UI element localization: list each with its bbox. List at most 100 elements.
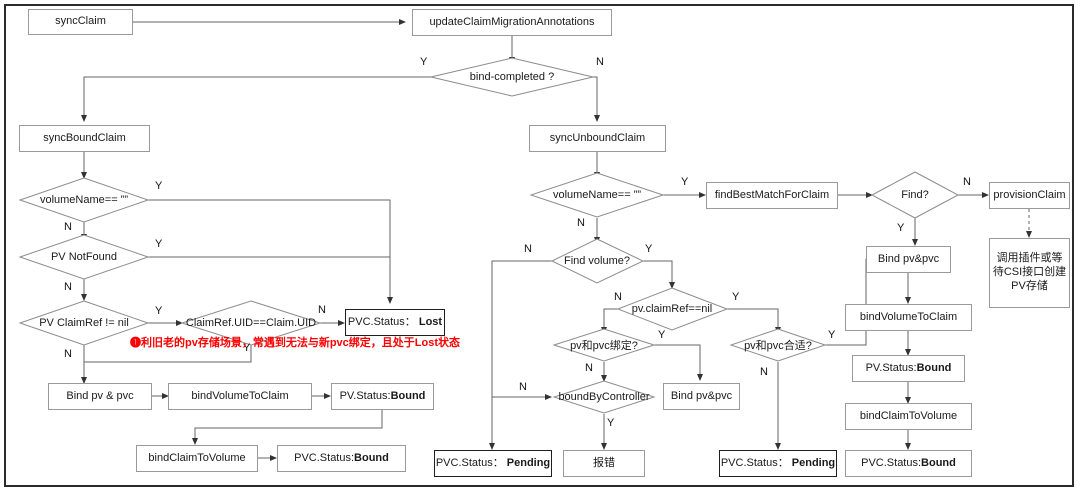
decision-pv-claimref-notnil-label: PV ClaimRef != nil — [39, 317, 129, 329]
node-bind-pv-pvc-mid[interactable]: Bind pv&pvc — [663, 383, 740, 410]
node-bind-pv-pvc-left[interactable]: Bind pv & pvc — [48, 383, 152, 410]
edge-label-pv-notfound-y: Y — [155, 238, 163, 250]
edge-label-pv-pvc-fit-y: Y — [828, 329, 836, 341]
node-sync-claim-label: syncClaim — [55, 15, 106, 28]
node-error[interactable]: 报错 — [563, 450, 645, 477]
node-pvc-status-pending-right[interactable]: PVC.Status： Pending — [719, 450, 837, 477]
node-pvc-status-bound-left-value: Bound — [354, 451, 389, 464]
node-pv-status-bound-left-value: Bound — [390, 389, 426, 402]
node-csi-note-line3: PV存储 — [1011, 279, 1048, 292]
diagram-frame — [4, 4, 1074, 487]
shape-pv-claimref-nil — [616, 287, 729, 331]
edge-label-claimref-notnil-n: N — [64, 348, 72, 360]
decision-pv-claimref-eq-nil[interactable]: pv.claimRef==nil — [613, 299, 731, 319]
edge-label-bind-completed-y: Y — [420, 56, 428, 68]
node-provision-claim[interactable]: provisionClaim — [989, 182, 1070, 209]
node-pvc-status-bound-right-value: Bound — [921, 456, 956, 469]
edge-label-pv-notfound-n: N — [64, 281, 72, 293]
decision-pv-claimref-eq-nil-label: pv.claimRef==nil — [631, 303, 713, 315]
decision-find-label: Find? — [901, 189, 929, 201]
node-update-claim-migration-annotations[interactable]: updateClaimMigrationAnnotations — [412, 9, 612, 36]
node-bind-claim-to-volume-left[interactable]: bindClaimToVolume — [136, 445, 258, 472]
decision-bind-completed-label: bind-completed ? — [469, 71, 555, 83]
node-bind-claim-to-volume-left-label: bindClaimToVolume — [148, 451, 246, 464]
node-pvc-status-pending-right-value: Pending — [791, 456, 836, 469]
edge-label-bound-by-ctrl-y: Y — [607, 417, 615, 429]
node-pvc-status-bound-right-label: PVC.Status: — [861, 456, 922, 469]
node-error-label: 报错 — [593, 456, 615, 469]
shape-pv-pvc-fit — [729, 328, 827, 362]
edge-label-volname-right-y: Y — [681, 176, 689, 188]
edge-label-claimref-nil-n: N — [614, 291, 622, 303]
node-pvc-status-bound-left[interactable]: PVC.Status: Bound — [277, 445, 406, 472]
decision-pv-pvc-fit[interactable]: pv和pvc合适? — [726, 336, 830, 354]
node-pv-status-bound-left[interactable]: PV.Status: Bound — [331, 383, 434, 410]
shape-find-volume — [550, 238, 645, 284]
decision-pv-notfound[interactable]: PV NotFound — [24, 247, 144, 267]
node-bind-claim-to-volume-right-label: bindClaimToVolume — [859, 409, 958, 422]
node-bind-volume-to-claim-left[interactable]: bindVolumeToClaim — [168, 383, 312, 410]
decision-find[interactable]: Find? — [880, 185, 950, 205]
decision-find-volume[interactable]: Find volume? — [552, 251, 642, 271]
node-update-annotations-label: updateClaimMigrationAnnotations — [429, 15, 595, 28]
edge-label-claimref-notnil-y: Y — [155, 305, 163, 317]
node-csi-note-line2: 待CSI接口创建 — [992, 266, 1067, 279]
decision-volumename-left[interactable]: volumeName== ”” — [24, 190, 144, 210]
node-bind-volume-to-claim-left-label: bindVolumeToClaim — [191, 389, 289, 402]
decision-volumename-left-label: volumeName== ”” — [39, 194, 129, 206]
node-bind-pv-pvc-mid-label: Bind pv&pvc — [670, 389, 733, 402]
node-bind-pv-pvc-right[interactable]: Bind pv&pvc — [866, 246, 951, 273]
shape-volumename-right — [529, 172, 665, 218]
edge-label-uid-eq-y: Y — [243, 342, 251, 354]
edge-label-find-volume-n: N — [524, 243, 532, 255]
decision-bind-completed[interactable]: bind-completed ? — [452, 67, 572, 87]
decision-volumename-right[interactable]: volumeName== ”” — [537, 185, 657, 205]
decision-claimref-uid-eq[interactable]: ClaimRef.UID==Claim.UID — [181, 313, 321, 333]
node-find-best-match-for-claim[interactable]: findBestMatchForClaim — [706, 182, 838, 209]
node-pv-status-bound-right-label: PV.Status: — [865, 361, 917, 374]
decision-pv-pvc-bound[interactable]: pv和pvc绑定? — [550, 336, 658, 354]
edge-label-volname-right-n: N — [577, 217, 585, 229]
shape-pv-claimref — [18, 300, 150, 346]
decision-volumename-right-label: volumeName== ”” — [552, 189, 642, 201]
decision-pv-pvc-bound-label: pv和pvc绑定? — [570, 340, 638, 352]
decision-find-volume-label: Find volume? — [563, 255, 631, 267]
shape-bind-completed — [430, 57, 594, 97]
node-pvc-status-lost-value: Lost — [418, 315, 443, 328]
node-bind-volume-to-claim-right[interactable]: bindVolumeToClaim — [845, 304, 972, 331]
edge-label-find-n: N — [963, 176, 971, 188]
node-sync-bound-claim-label: syncBoundClaim — [43, 131, 126, 144]
shape-pv-notfound — [18, 234, 150, 280]
node-find-best-match-label: findBestMatchForClaim — [714, 188, 830, 201]
edge-label-find-y: Y — [897, 222, 905, 234]
node-sync-unbound-claim-label: syncUnboundClaim — [549, 131, 646, 144]
decision-pv-pvc-fit-label: pv和pvc合适? — [744, 340, 812, 352]
node-bind-pv-pvc-right-label: Bind pv&pvc — [877, 252, 940, 265]
node-provision-claim-label: provisionClaim — [993, 188, 1066, 201]
node-pvc-status-bound-right[interactable]: PVC.Status: Bound — [845, 450, 972, 477]
node-pvc-status-pending-left[interactable]: PVC.Status： Pending — [434, 450, 552, 477]
node-pvc-status-pending-left-value: Pending — [506, 456, 551, 469]
decision-bound-by-controller[interactable]: boundByController — [545, 388, 663, 406]
shape-volumename-left — [18, 177, 150, 223]
edge-label-claimref-nil-y: Y — [732, 291, 740, 303]
node-pvc-status-lost[interactable]: PVC.Status： Lost — [345, 309, 445, 336]
node-sync-unbound-claim[interactable]: syncUnboundClaim — [529, 125, 666, 152]
node-sync-claim[interactable]: syncClaim — [28, 9, 133, 35]
node-bind-claim-to-volume-right[interactable]: bindClaimToVolume — [845, 403, 972, 430]
shape-pv-pvc-bound — [552, 328, 656, 362]
decision-bound-by-controller-label: boundByController — [558, 391, 650, 403]
node-csi-note: 调用插件或等 待CSI接口创建 PV存储 — [989, 238, 1070, 308]
red-annotation-note: ❶利旧老的pv存储场景，常遇到无法与新pvc绑定，且处于Lost状态 — [130, 337, 461, 349]
node-pvc-status-pending-right-label: PVC.Status： — [720, 456, 789, 469]
node-pv-status-bound-right[interactable]: PV.Status: Bound — [852, 355, 965, 382]
decision-claimref-uid-eq-label: ClaimRef.UID==Claim.UID — [185, 317, 317, 329]
decision-pv-notfound-label: PV NotFound — [50, 251, 118, 263]
edge-label-bound-by-ctrl-n: N — [519, 381, 527, 393]
decision-pv-claimref-notnil[interactable]: PV ClaimRef != nil — [24, 313, 144, 333]
edge-label-bind-completed-n: N — [596, 56, 604, 68]
node-sync-bound-claim[interactable]: syncBoundClaim — [19, 125, 150, 152]
node-csi-note-line1: 调用插件或等 — [996, 252, 1063, 265]
